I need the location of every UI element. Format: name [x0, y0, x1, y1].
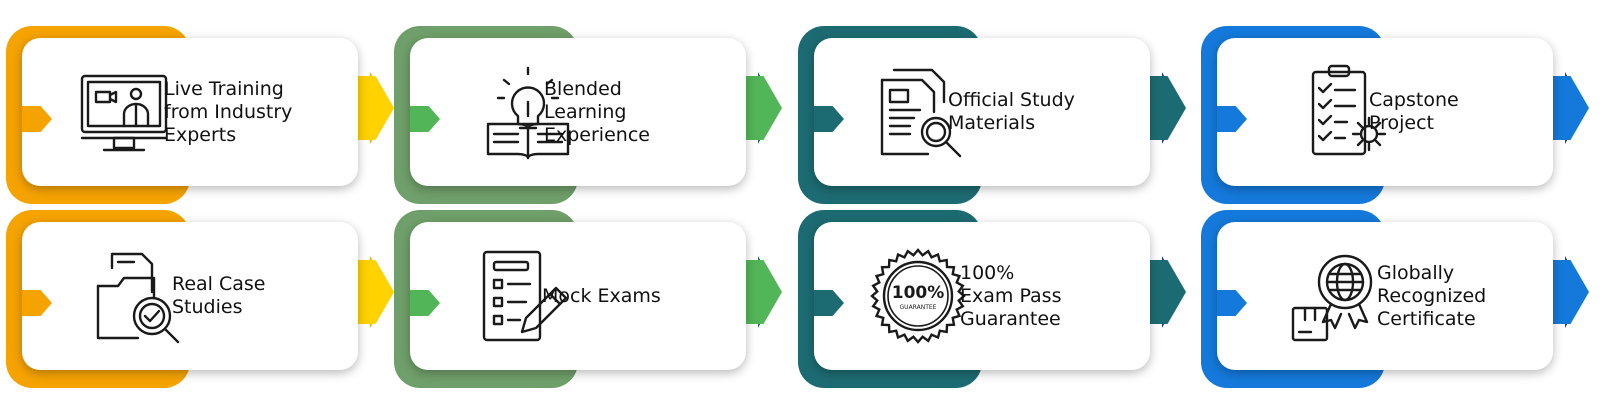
folder-check-magnifier-icon — [88, 246, 188, 346]
feature-card: Globally Recognized Certificate — [1201, 210, 1589, 390]
feature-label: Blended Learning Experience — [544, 77, 650, 146]
feature-card: Live Training from Industry Experts — [6, 26, 394, 206]
feature-label: Mock Exams — [542, 284, 661, 307]
feature-label: 100% Exam Pass Guarantee — [960, 261, 1062, 330]
feature-card: Mock Exams — [394, 210, 782, 390]
seal-guarantee-text: GUARANTEE — [900, 304, 937, 311]
card-panel: Globally Recognized Certificate — [1217, 222, 1553, 370]
feature-card: Blended Learning Experience — [394, 26, 782, 206]
lightbulb-book-icon — [478, 62, 578, 162]
card-panel: Blended Learning Experience — [410, 38, 746, 186]
card-panel: Official Study Materials — [814, 38, 1150, 186]
video-lecture-monitor-icon — [74, 62, 174, 162]
feature-card: Capstone Project — [1201, 26, 1589, 206]
checklist-gear-icon — [1297, 62, 1397, 162]
card-panel: Capstone Project — [1217, 38, 1553, 186]
guarantee-seal-icon: 100%GUARANTEE — [868, 246, 968, 346]
feature-card: Official Study Materials — [798, 26, 1186, 206]
globe-certificate-badge-icon — [1283, 246, 1383, 346]
feature-label: Capstone Project — [1369, 89, 1459, 134]
feature-label: Real Case Studies — [172, 273, 266, 318]
card-panel: Live Training from Industry Experts — [22, 38, 358, 186]
feature-card: Real Case Studies — [6, 210, 394, 390]
feature-label: Live Training from Industry Experts — [164, 77, 293, 146]
documents-magnifier-icon — [870, 62, 970, 162]
feature-label: Globally Recognized Certificate — [1377, 261, 1487, 330]
seal-percent-text: 100% — [892, 283, 945, 303]
card-panel: Mock Exams — [410, 222, 746, 370]
card-panel: Real Case Studies — [22, 222, 358, 370]
feature-label: Official Study Materials — [948, 89, 1075, 134]
exam-sheet-pencil-icon — [470, 246, 570, 346]
